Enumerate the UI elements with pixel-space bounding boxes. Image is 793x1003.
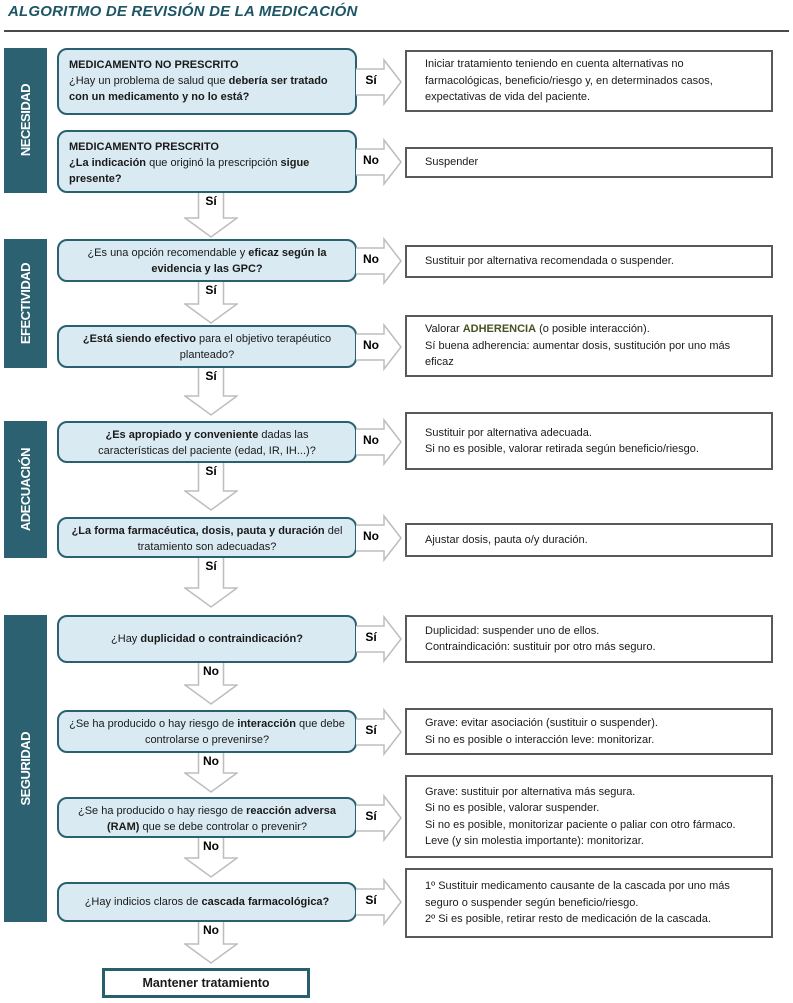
question-box-2: MEDICAMENTO PRESCRITO¿La indicación que … [57, 130, 357, 193]
down-label-8: No [203, 754, 219, 768]
final-box: Mantener tratamiento [102, 968, 310, 998]
question-box-10: ¿Hay indicios claros de cascada farmacol… [57, 882, 357, 922]
final-box-label: Mantener tratamiento [142, 976, 270, 990]
flow-arrow-down-icon [184, 193, 238, 238]
branch-label-7: Sí [365, 630, 377, 644]
question-box-8: ¿Se ha producido o hay riesgo de interac… [57, 710, 357, 753]
section-label-adecuacion: ADECUACIÓN [18, 447, 33, 532]
question-box-5: ¿Es apropiado y conveniente dadas las ca… [57, 421, 357, 463]
branch-label-3: No [363, 252, 379, 266]
down-label-7: No [203, 664, 219, 678]
title-rule [4, 30, 789, 32]
answer-box-8: Grave: evitar asociación (sustituir o su… [405, 708, 773, 755]
answer-box-10: 1º Sustituir medicamento causante de la … [405, 868, 773, 938]
answer-box-5: Sustituir por alternativa adecuada.Si no… [405, 412, 773, 470]
down-label-3: Sí [205, 283, 217, 297]
flow-arrow-down-icon [184, 368, 238, 416]
branch-label-2: No [363, 153, 379, 167]
answer-box-1: Iniciar tratamiento teniendo en cuenta a… [405, 50, 773, 112]
branch-label-10: Sí [365, 893, 377, 907]
branch-arrow-right-icon [356, 322, 402, 372]
branch-arrow-right-icon [356, 793, 402, 843]
flow-arrow-down-icon [184, 838, 238, 878]
question-box-7: ¿Hay duplicidad o contraindicación? [57, 615, 357, 663]
branch-arrow-right-icon [356, 137, 402, 187]
branch-arrow-right-icon [356, 707, 402, 757]
section-band-seguridad: SEGURIDAD [4, 615, 47, 922]
branch-label-5: No [363, 433, 379, 447]
branch-arrow-right-icon [356, 877, 402, 927]
answer-box-6: Ajustar dosis, pauta o/y duración. [405, 523, 773, 557]
question-box-4: ¿Está siendo efectivo para el objetivo t… [57, 325, 357, 368]
branch-label-9: Sí [365, 809, 377, 823]
question-box-9: ¿Se ha producido o hay riesgo de reacció… [57, 797, 357, 838]
branch-label-6: No [363, 529, 379, 543]
flow-arrow-down-icon [184, 282, 238, 324]
flow-arrow-down-icon [184, 463, 238, 511]
page-title: ALGORITMO DE REVISIÓN DE LA MEDICACIÓN [8, 3, 358, 20]
answer-box-4: Valorar ADHERENCIA (o posible interacció… [405, 315, 773, 377]
branch-label-1: Sí [365, 73, 377, 87]
branch-arrow-right-icon [356, 236, 402, 286]
answer-box-7: Duplicidad: suspender uno de ellos.Contr… [405, 615, 773, 663]
branch-arrow-right-icon [356, 57, 402, 107]
down-label-9: No [203, 839, 219, 853]
section-label-seguridad: SEGURIDAD [18, 731, 33, 806]
section-band-necesidad: NECESIDAD [4, 48, 47, 193]
branch-label-4: No [363, 338, 379, 352]
question-box-1: MEDICAMENTO NO PRESCRITO¿Hay un problema… [57, 48, 357, 115]
down-label-5: Sí [205, 464, 217, 478]
down-label-4: Sí [205, 369, 217, 383]
section-label-efectividad: EFECTIVIDAD [18, 262, 33, 345]
answer-box-9: Grave: sustituir por alternativa más seg… [405, 775, 773, 858]
flow-arrow-down-icon [184, 753, 238, 793]
down-label-6: Sí [205, 559, 217, 573]
branch-label-8: Sí [365, 723, 377, 737]
down-label-2: Sí [205, 194, 217, 208]
flow-arrow-down-icon [184, 922, 238, 964]
section-band-efectividad: EFECTIVIDAD [4, 239, 47, 368]
section-label-necesidad: NECESIDAD [18, 84, 33, 157]
branch-arrow-right-icon [356, 513, 402, 563]
section-band-adecuacion: ADECUACIÓN [4, 421, 47, 558]
question-box-3: ¿Es una opción recomendable y eficaz seg… [57, 239, 357, 282]
answer-box-2: Suspender [405, 147, 773, 178]
question-box-6: ¿La forma farmacéutica, dosis, pauta y d… [57, 517, 357, 558]
flow-arrow-down-icon [184, 663, 238, 705]
branch-arrow-right-icon [356, 614, 402, 664]
branch-arrow-right-icon [356, 417, 402, 467]
answer-box-3: Sustituir por alternativa recomendada o … [405, 245, 773, 278]
flow-arrow-down-icon [184, 558, 238, 608]
down-label-10: No [203, 923, 219, 937]
